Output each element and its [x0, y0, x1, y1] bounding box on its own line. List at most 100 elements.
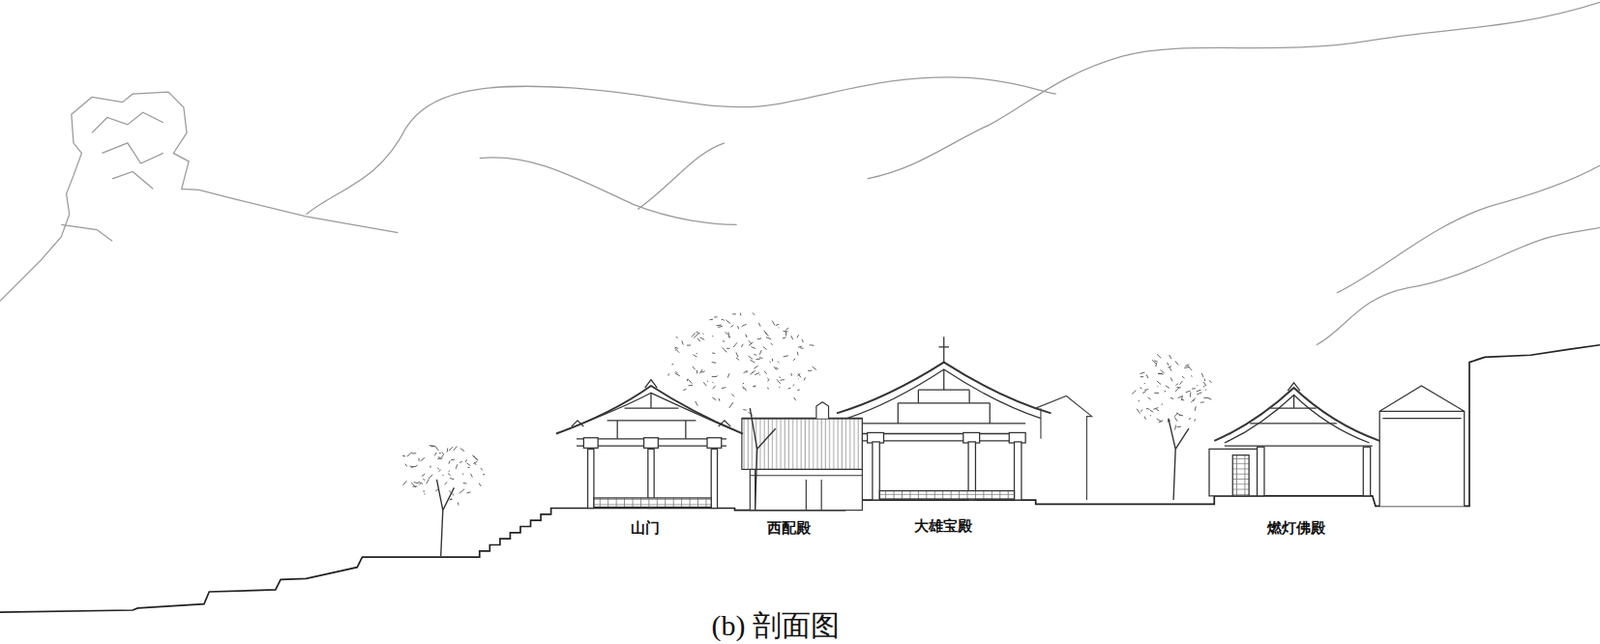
foliage-stroke — [774, 367, 778, 369]
foliage-stroke — [415, 465, 418, 467]
foliage-stroke — [417, 448, 419, 450]
foliage-stroke — [1207, 398, 1212, 401]
foliage-stroke — [1144, 388, 1149, 390]
foliage-stroke — [450, 459, 455, 462]
foliage-stroke — [1177, 426, 1182, 428]
foliage-stroke — [723, 319, 725, 322]
foliage-stroke — [791, 335, 794, 340]
foliage-stroke — [721, 319, 724, 321]
foliage-stroke — [748, 355, 753, 359]
foliage-stroke — [465, 459, 468, 463]
foliage-stroke — [798, 373, 801, 378]
foliage-stroke — [691, 332, 696, 337]
foliage-stroke — [1165, 385, 1170, 389]
foliage-stroke — [1170, 378, 1173, 383]
foliage-stroke — [446, 447, 449, 452]
foliage-stroke — [411, 482, 416, 488]
foliage-stroke — [790, 373, 793, 377]
foliage-stroke — [740, 344, 743, 348]
foliage-stroke — [467, 467, 470, 469]
foliage-stroke — [697, 338, 701, 343]
foliage-stroke — [1170, 397, 1174, 399]
foliage-stroke — [756, 358, 761, 360]
foliage-stroke — [455, 464, 457, 469]
foliage-stroke — [1131, 390, 1136, 395]
foliage-stroke — [1136, 409, 1140, 415]
foliage-stroke — [1175, 387, 1180, 392]
foliage-stroke — [1150, 414, 1152, 416]
foliage-stroke — [444, 481, 447, 485]
foliage-stroke — [1168, 420, 1171, 423]
gate-hall — [556, 380, 743, 509]
foliage-stroke — [767, 387, 770, 389]
foliage-stroke — [482, 474, 485, 475]
foliage-stroke — [439, 452, 442, 454]
foliage-stroke — [711, 361, 717, 364]
foliage-stroke — [1205, 389, 1207, 391]
foliage-stroke — [687, 385, 693, 387]
foliage-stroke — [1142, 391, 1147, 394]
foliage-stroke — [1157, 373, 1163, 375]
foliage-stroke — [738, 325, 740, 329]
rear-building — [1036, 395, 1093, 501]
foliage-stroke — [1156, 354, 1161, 358]
foliage-stroke — [779, 377, 781, 379]
foliage-stroke — [1167, 419, 1170, 423]
foliage-stroke — [1176, 413, 1181, 416]
foliage-stroke — [1188, 417, 1191, 420]
foliage-stroke — [783, 355, 789, 357]
foliage-stroke — [437, 468, 440, 471]
foliage-stroke — [753, 365, 758, 369]
foliage-stroke — [1154, 392, 1159, 394]
foliage-stroke — [467, 492, 472, 494]
foliage-stroke — [749, 370, 755, 375]
foliage-stroke — [453, 445, 458, 451]
foliage-stroke — [753, 385, 756, 387]
foliage-stroke — [1204, 378, 1207, 382]
foliage-stroke — [742, 386, 744, 390]
foliage-stroke — [466, 463, 471, 467]
foliage-stroke — [1140, 386, 1142, 389]
main-hall — [836, 336, 1052, 501]
foliage-stroke — [403, 480, 408, 486]
foliage-stroke — [422, 478, 425, 481]
foliage-stroke — [441, 454, 445, 458]
foliage-stroke — [693, 333, 699, 339]
foliage-stroke — [775, 324, 779, 326]
foliage-stroke — [782, 337, 787, 339]
foliage-stroke — [740, 313, 742, 317]
foliage-stroke — [785, 327, 789, 330]
foliage-stroke — [676, 336, 679, 338]
foliage-stroke — [402, 455, 406, 457]
foliage-stroke — [1156, 381, 1161, 385]
foliage-stroke — [726, 348, 730, 350]
foliage-stroke — [418, 458, 420, 462]
foliage-stroke — [793, 358, 796, 361]
foliage-stroke — [448, 490, 454, 496]
foliage-stroke — [764, 330, 768, 335]
foliage-stroke — [807, 370, 812, 372]
foliage-stroke — [777, 326, 780, 328]
foliage-stroke — [448, 460, 450, 464]
foliage-stroke — [1140, 410, 1142, 413]
foliage-stroke — [753, 354, 757, 356]
foliage-stroke — [667, 373, 670, 376]
foliage-stroke — [1200, 401, 1205, 403]
foliage-stroke — [1182, 376, 1185, 379]
foliage-stroke — [1148, 397, 1152, 401]
foliage-stroke — [730, 325, 734, 327]
foliage-stroke — [421, 474, 425, 477]
foliage-stroke — [1163, 390, 1166, 393]
foliage-stroke — [797, 352, 800, 356]
ground-profile — [0, 345, 1600, 613]
foliage-stroke — [752, 385, 756, 387]
foliage-stroke — [1169, 355, 1172, 359]
foliage-stroke — [713, 316, 717, 318]
foliage-stroke — [1139, 372, 1145, 374]
foliage-stroke — [445, 444, 447, 446]
foliage-stroke — [763, 347, 768, 351]
foliage-stroke — [1150, 410, 1154, 413]
foliage-stroke — [727, 373, 730, 378]
foliage-stroke — [686, 379, 688, 382]
foliage-stroke — [757, 337, 762, 340]
